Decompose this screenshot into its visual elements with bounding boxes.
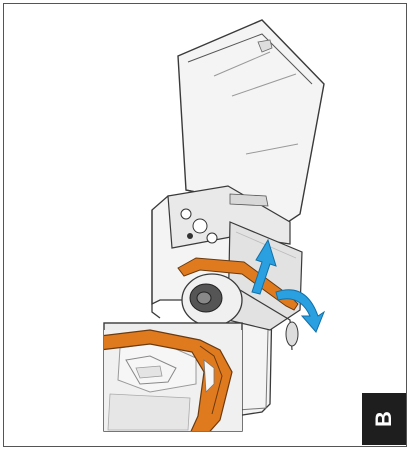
curved-arrow-icon: [275, 289, 326, 333]
print-mechanism: [167, 185, 291, 249]
paper-roll: [181, 273, 299, 351]
step-label-badge: B: [362, 393, 406, 445]
detail-inset: [103, 322, 243, 432]
arrow-up-icon: [251, 238, 277, 295]
step-label: B: [370, 411, 396, 427]
paper-guide-orange: [177, 257, 299, 311]
